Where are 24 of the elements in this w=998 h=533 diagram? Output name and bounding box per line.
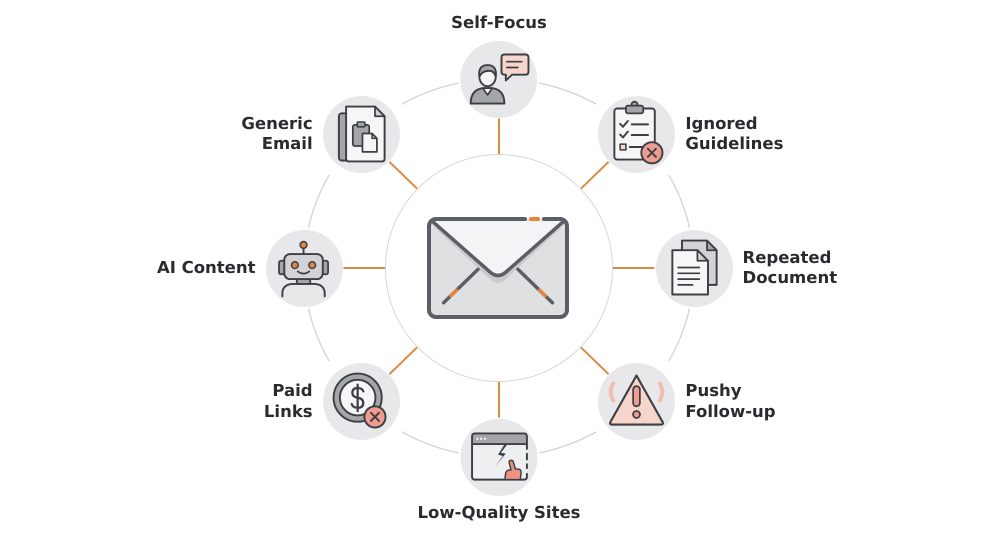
ring-arc <box>308 308 330 362</box>
ring-arc <box>401 82 459 105</box>
ring-arc <box>539 82 597 105</box>
category-label: Self-Focus <box>451 13 547 34</box>
connector-line <box>498 118 500 154</box>
category-label: Generic Email <box>240 114 313 155</box>
category-label: Pushy Follow-up <box>685 381 777 422</box>
ring-arc <box>668 308 690 362</box>
ring-arc <box>668 174 690 228</box>
connector-line <box>580 346 610 375</box>
category-label: Paid Links <box>262 381 313 422</box>
connector-line <box>344 267 385 269</box>
category-label: Low-Quality Sites <box>418 502 580 523</box>
connector-line <box>388 346 418 375</box>
ring-arc <box>308 174 330 228</box>
category-label: Repeated Document <box>742 248 838 288</box>
category-label: AI Content <box>156 258 256 278</box>
ring-arc <box>401 431 459 454</box>
connector-line <box>580 161 610 190</box>
connector-line <box>388 161 418 190</box>
category-label: Ignored Guidelines <box>685 114 784 155</box>
connector-line <box>613 267 654 269</box>
connector-line <box>498 382 500 418</box>
ring-arc <box>539 431 597 454</box>
